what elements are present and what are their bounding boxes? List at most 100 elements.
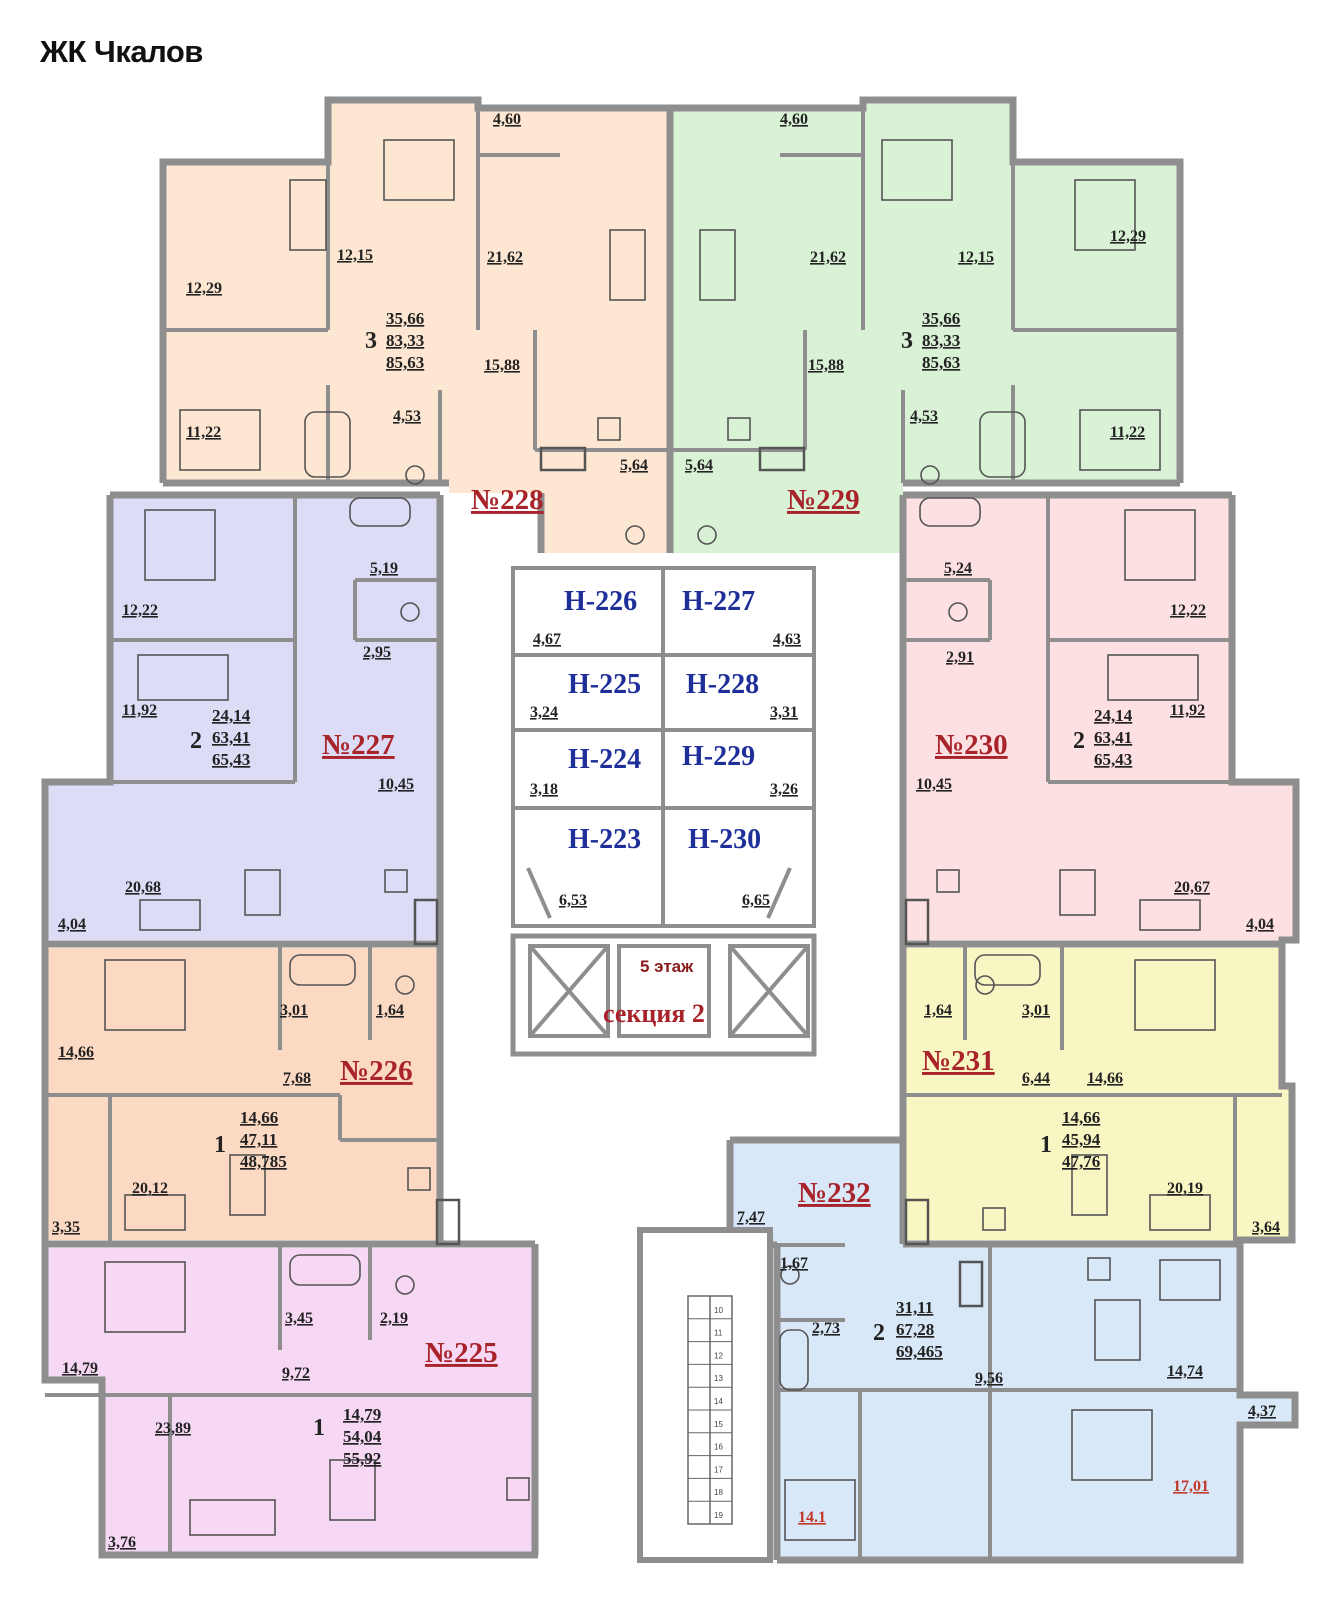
area-full: 69,465 [896, 1342, 943, 1361]
room-label: 17,01 [1173, 1478, 1209, 1495]
bathtub-icon [304, 411, 351, 478]
stove-icon [506, 1477, 530, 1501]
apartment-226[interactable]: 3,01 1,64 14,66 7,68 №226 1 14,66 47,11 … [52, 1002, 413, 1236]
bed-icon [881, 139, 953, 201]
apartment-230[interactable]: 5,24 12,22 2,91 11,92 2 24,14 63,41 65,4… [916, 560, 1274, 933]
toilet-icon [400, 602, 420, 622]
area-total: 54,04 [343, 1427, 382, 1446]
area-total: 63,41 [1094, 728, 1132, 747]
toilet-icon [395, 975, 415, 995]
sofa-icon [1159, 1259, 1221, 1301]
area-living: 14,79 [343, 1405, 381, 1424]
walls [41, 96, 1300, 1564]
apartment-number: №226 [340, 1055, 413, 1087]
sofa-icon [1149, 1194, 1211, 1231]
room-label: 15,88 [484, 357, 520, 374]
room-label: 12,15 [958, 249, 994, 266]
toilet-icon [405, 465, 425, 485]
apartment-number: №225 [425, 1337, 498, 1369]
area-total: 45,94 [1062, 1130, 1101, 1149]
vent-shaft-icon [413, 898, 439, 946]
room-label: 3,01 [1022, 1002, 1050, 1019]
apartment-number: №227 [322, 729, 395, 761]
rooms-count: 2 [1073, 728, 1085, 754]
toilet-icon [395, 1275, 415, 1295]
sofa-icon [124, 1194, 186, 1231]
rooms-count: 1 [1040, 1132, 1052, 1158]
room-label: 4,53 [910, 408, 938, 425]
room-label: 5,19 [370, 560, 398, 577]
room-label: 12,29 [186, 280, 222, 297]
room-label: 7,47 [737, 1209, 765, 1226]
stair-step-number: 10 [714, 1306, 723, 1315]
bed-icon [1071, 1409, 1153, 1481]
stove-icon [384, 869, 408, 893]
bed-icon [784, 1479, 856, 1541]
sofa-icon [1139, 899, 1201, 931]
room-label: 6,44 [1022, 1070, 1050, 1087]
area-total: 67,28 [896, 1320, 934, 1339]
stove-icon [1087, 1257, 1111, 1281]
toilet-icon [948, 602, 968, 622]
room-label: 3,76 [108, 1534, 136, 1551]
vent-shaft-icon [435, 1198, 461, 1246]
non-residential-area: 4,63 [773, 631, 801, 648]
room-label: 14,66 [58, 1044, 94, 1061]
sofa-icon [189, 1499, 276, 1536]
area-full: 85,63 [386, 353, 424, 372]
non-residential-labels: Н-226 4,67 Н-227 4,63 Н-225 3,24 Н-228 3… [530, 586, 801, 909]
apartment-229-area[interactable] [673, 100, 1180, 553]
toilet-icon [697, 525, 717, 545]
table-icon [244, 869, 281, 916]
toilet-icon [975, 975, 995, 995]
interior-walls [45, 108, 1282, 1560]
apartment-230-area[interactable] [903, 495, 1296, 940]
room-label: 9,56 [975, 1370, 1003, 1387]
stair-step-number: 14 [714, 1397, 723, 1406]
bed-icon [1079, 409, 1161, 471]
room-label: 3,45 [285, 1310, 313, 1327]
room-label: 4,04 [58, 916, 86, 933]
bathtub-icon [779, 1329, 809, 1391]
area-full: 65,43 [1094, 750, 1132, 769]
room-label: 4,60 [493, 111, 521, 128]
rooms-count: 2 [873, 1320, 885, 1346]
table-icon [699, 229, 736, 301]
section-label: секция 2 [603, 999, 705, 1028]
room-label: 20,12 [132, 1180, 168, 1197]
room-label: 4,53 [393, 408, 421, 425]
room-label: 11,22 [186, 424, 221, 441]
apartment-number: №231 [922, 1045, 995, 1077]
room-label: 11,92 [122, 702, 157, 719]
non-residential-name: Н-225 [568, 669, 641, 700]
room-label: 1,64 [924, 1002, 952, 1019]
apartment-227[interactable]: 5,19 12,22 2,95 11,92 2 24,14 63,41 65,4… [58, 560, 414, 933]
bathtub-icon [349, 497, 411, 527]
room-label: 3,64 [1252, 1219, 1280, 1236]
non-residential-name: Н-230 [688, 824, 761, 855]
apartment-232[interactable]: №232 7,47 1,67 2 31,11 67,28 69,465 2,73… [737, 1177, 1276, 1526]
apartment-number: №228 [471, 484, 544, 516]
non-residential-area: 3,18 [530, 781, 558, 798]
stove-icon [727, 417, 751, 441]
stair-step-number: 15 [714, 1420, 723, 1429]
room-label: 12,15 [337, 247, 373, 264]
room-label: 2,73 [812, 1320, 840, 1337]
non-residential-area: 3,24 [530, 704, 558, 721]
toilet-icon [780, 1265, 800, 1285]
bed-icon [144, 509, 216, 581]
apartment-227-area[interactable] [45, 495, 440, 940]
apartment-229[interactable]: 4,60 12,15 12,29 21,62 3 35,66 83,33 85,… [685, 111, 1146, 516]
apartment-225-area[interactable] [45, 1248, 538, 1555]
room-label: 15,88 [808, 357, 844, 374]
room-label: 3,01 [280, 1002, 308, 1019]
vent-shaft-icon [958, 1260, 984, 1308]
apartment-number: №232 [798, 1177, 871, 1209]
central-block [510, 566, 817, 1057]
apartment-231[interactable]: 1,64 3,01 №231 6,44 14,66 1 14,66 45,94 … [922, 1002, 1280, 1236]
area-living: 24,14 [212, 706, 251, 725]
area-living: 35,66 [386, 309, 424, 328]
apartment-228[interactable]: 4,60 12,15 21,62 12,29 3 35,66 83,33 85,… [186, 111, 648, 516]
apartment-225[interactable]: 3,45 2,19 №225 14,79 9,72 1 14,79 54,04 … [62, 1310, 498, 1551]
